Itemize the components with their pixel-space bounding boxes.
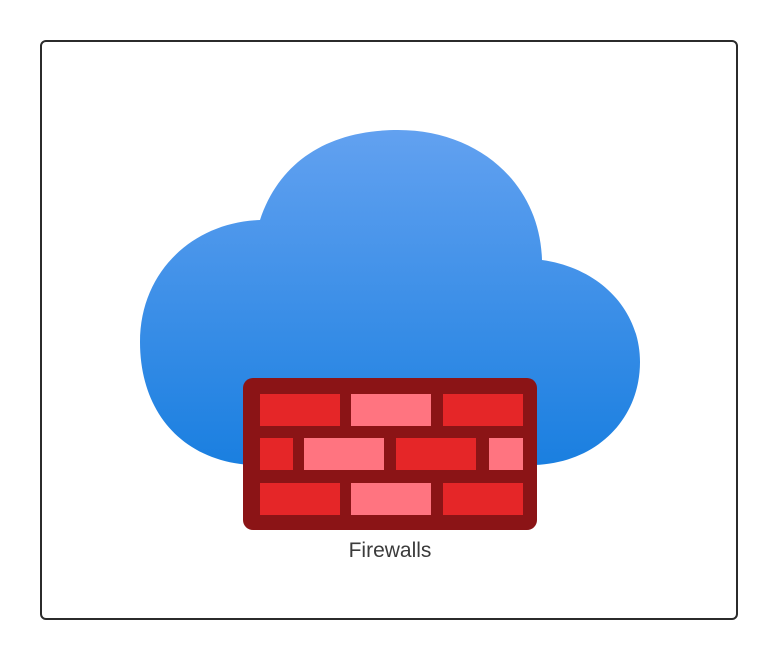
brick	[260, 483, 340, 515]
brick	[260, 438, 293, 470]
brick	[443, 394, 523, 426]
node-label: Firewalls	[348, 539, 432, 562]
firewall-icon	[243, 378, 537, 530]
brick	[443, 483, 523, 515]
brick	[304, 438, 384, 470]
brick	[351, 483, 431, 515]
brick	[396, 438, 476, 470]
brick	[260, 394, 340, 426]
brick	[351, 394, 431, 426]
brick	[489, 438, 523, 470]
